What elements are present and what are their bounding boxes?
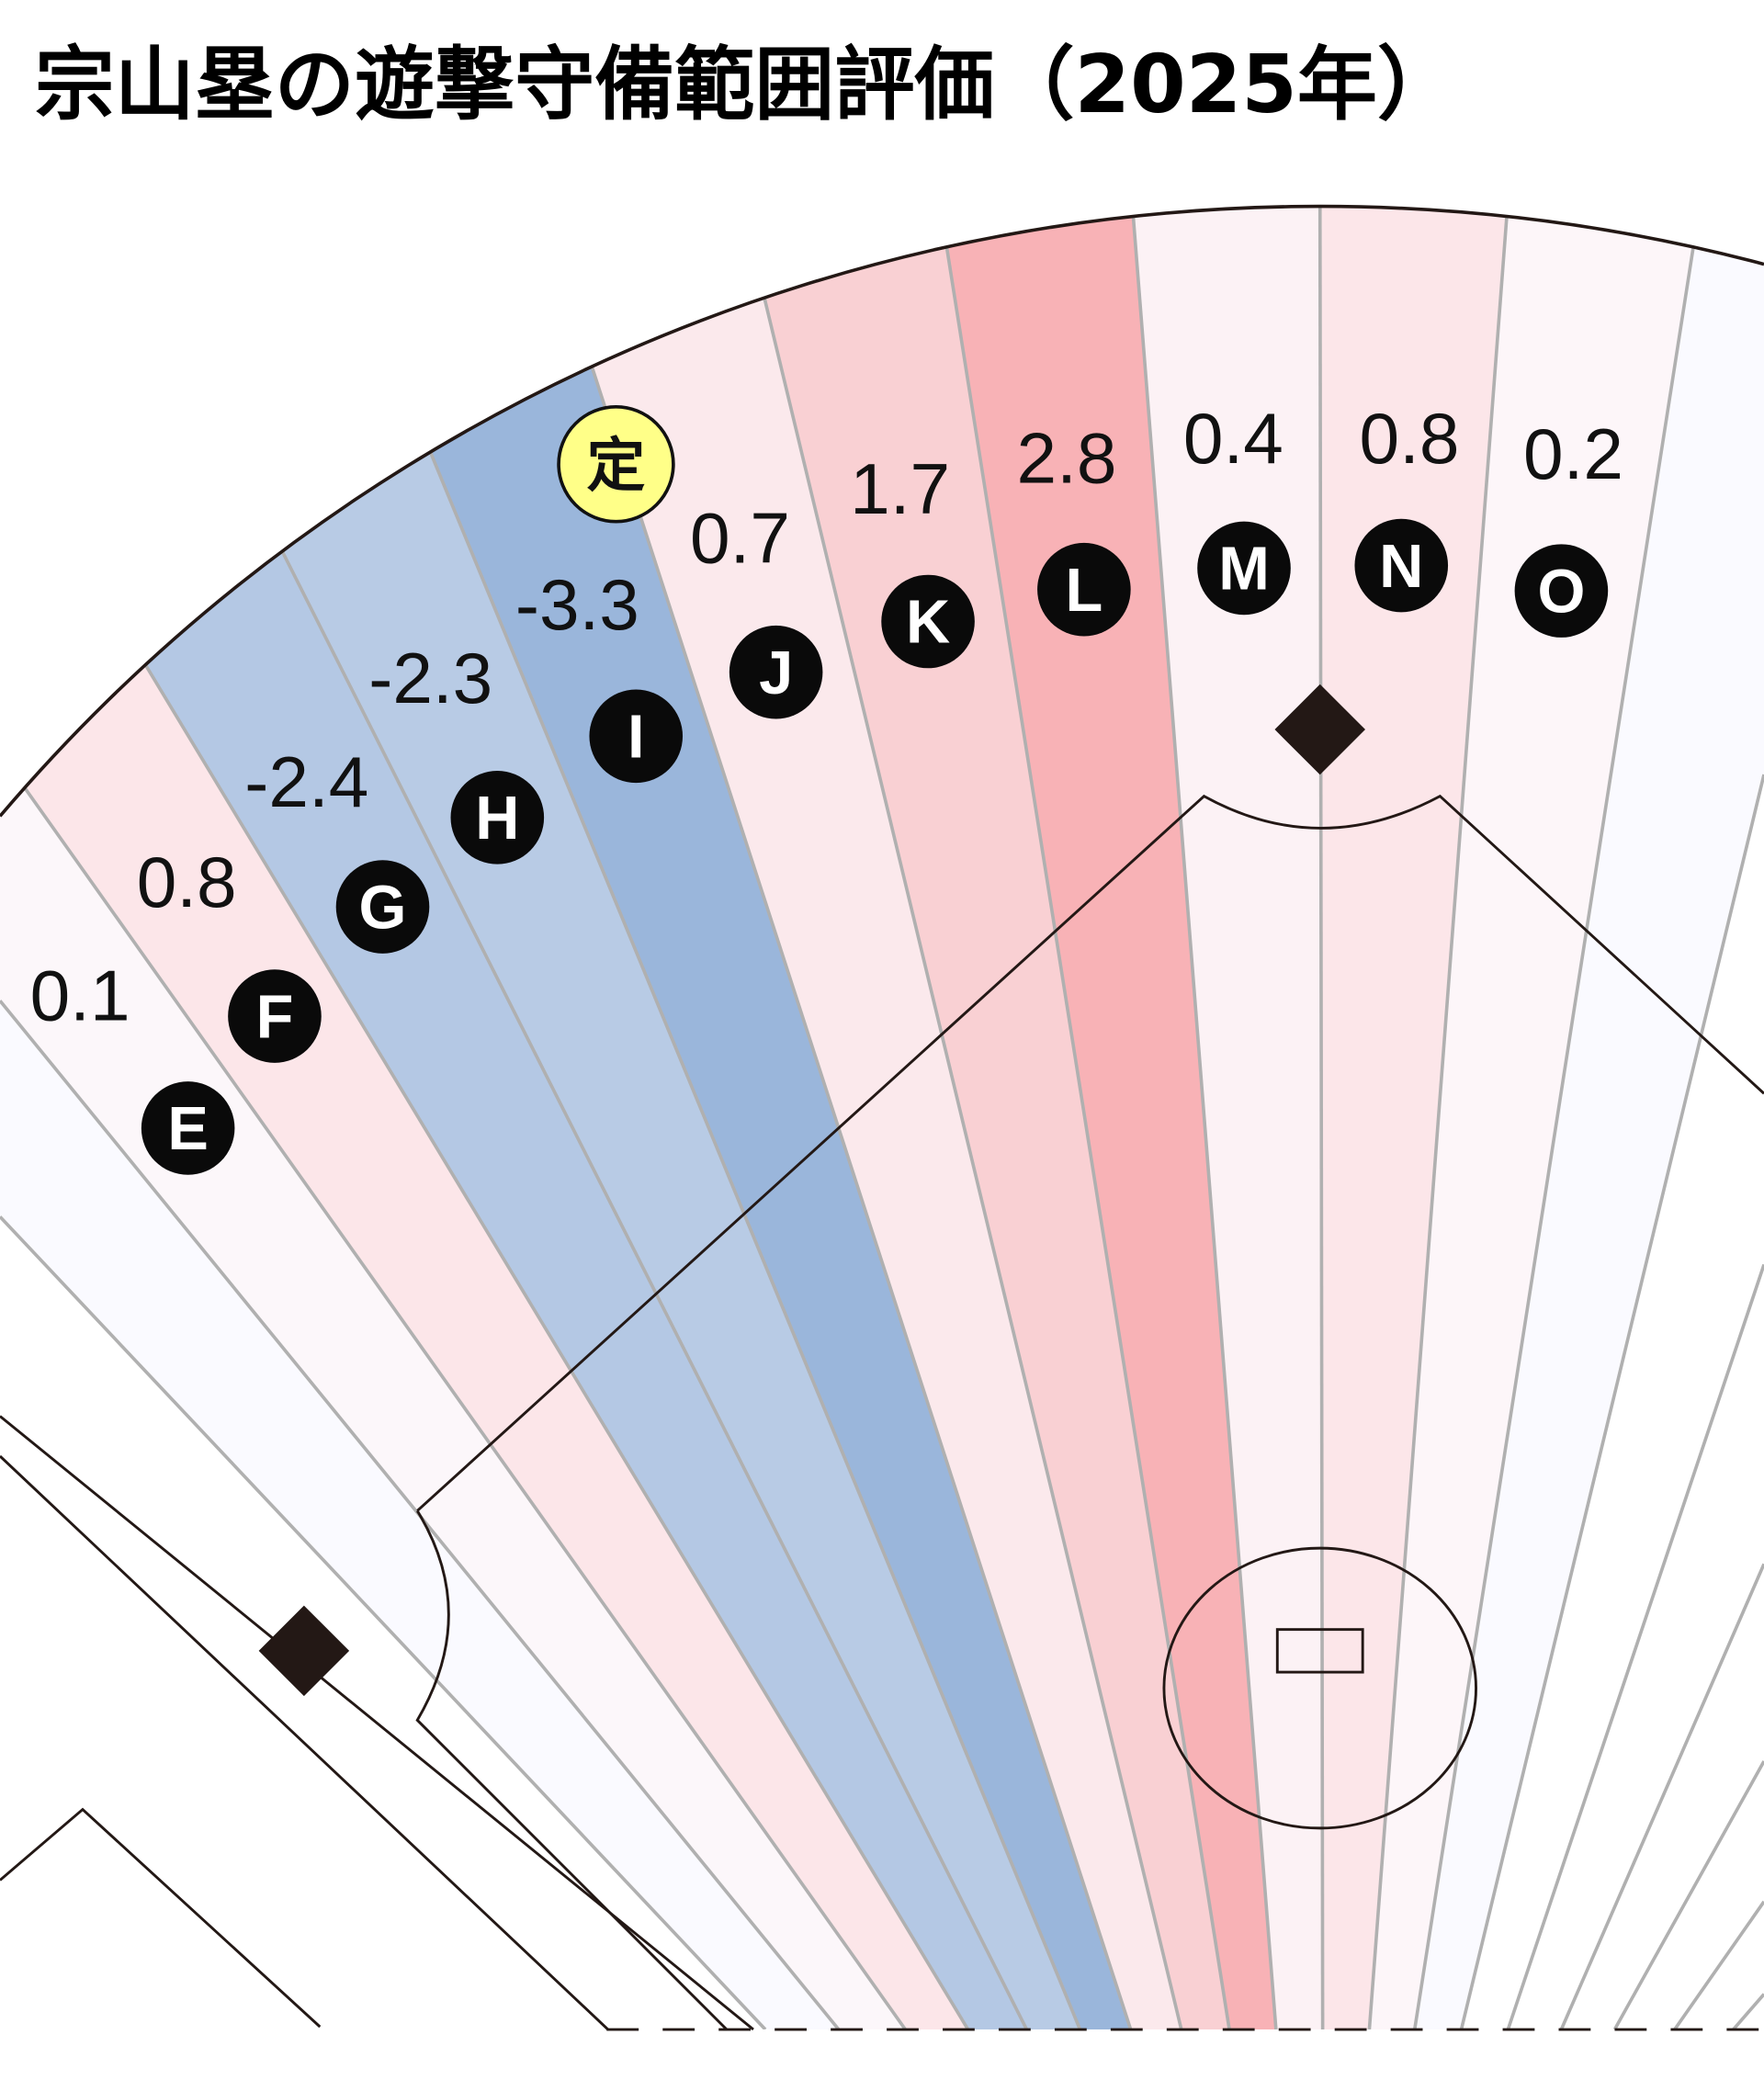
zone-letter-E: E	[167, 1095, 209, 1163]
zone-badge-I	[589, 689, 684, 784]
zone-M	[1132, 206, 1323, 2030]
zone-boundary-line	[1317, 206, 1325, 2030]
zone-value-L: 2.8	[1017, 418, 1117, 499]
zone-boundary-line	[937, 206, 1231, 2030]
zone-boundary-line	[0, 752, 907, 2030]
zone-value-H: -2.3	[368, 638, 492, 718]
zone-L	[939, 206, 1276, 2030]
zone-letter-K: K	[906, 589, 950, 657]
zone-value-J: 0.7	[690, 498, 790, 579]
zone-G	[0, 206, 1027, 2030]
zone-letter-J: J	[759, 639, 793, 707]
zone-boundary-line	[1559, 1563, 1764, 2030]
zone-value-K: 1.7	[850, 448, 950, 529]
marker-label: 定	[587, 432, 646, 500]
zone-letter-M: M	[1218, 536, 1270, 604]
zone-boundary-line	[1367, 206, 1510, 2030]
zone-badge-J	[729, 625, 823, 719]
zone-letter-O: O	[1537, 558, 1585, 626]
zone-boundary-line	[324, 206, 1082, 2030]
zone-badge-K	[881, 574, 975, 669]
zone-letter-F: F	[256, 983, 294, 1051]
zone-boundary-line	[1612, 1760, 1764, 2030]
positioning-marker: 定	[557, 405, 675, 524]
third-base	[258, 1605, 350, 1697]
zone-value-F: 0.8	[137, 842, 237, 922]
zone-boundary-line	[739, 206, 1183, 2030]
zone-badge-N	[1354, 518, 1449, 613]
zone-labels: 0.1E 0.8F -2.4G -2.3H -3.3I 0.7J 1.7K 2.8L 0.4M 0…	[30, 398, 1623, 1175]
zone-badge-M	[1197, 521, 1291, 616]
zone-letter-G: G	[359, 874, 407, 942]
zone-letter-H: H	[475, 785, 519, 853]
zone-boundary-line	[0, 423, 970, 2030]
zone-badge-F	[228, 969, 322, 1063]
zone-boundary-line	[1412, 206, 1702, 2030]
zone-value-O: 0.2	[1523, 413, 1623, 494]
zone-N	[1319, 206, 1509, 2030]
zone-badge-E	[141, 1081, 235, 1175]
zone-K	[741, 206, 1230, 2030]
zone-boundary-line	[1506, 1263, 1764, 2030]
zone-boundaries	[0, 206, 1764, 2030]
zone-O	[1369, 206, 1702, 2030]
zone-value-M: 0.4	[1183, 398, 1283, 479]
zone-badge-O	[1514, 544, 1609, 638]
outfield-fence	[0, 204, 1764, 818]
zone-value-G: -2.4	[244, 741, 368, 822]
zone-boundary-line	[1732, 1993, 1764, 2030]
zone-badge-G	[335, 860, 430, 954]
infield-outline	[0, 794, 1764, 2031]
marker-circle	[557, 405, 675, 524]
zone-badge-L	[1037, 542, 1131, 637]
zone-J	[537, 206, 1182, 2030]
zone-letter-L: L	[1065, 557, 1102, 625]
zone-value-N: 0.8	[1359, 398, 1459, 479]
zone-I	[326, 206, 1131, 2030]
zone-value-E: 0.1	[30, 955, 130, 1035]
zone-boundary-line	[1673, 1900, 1764, 2030]
zone-H	[105, 206, 1080, 2030]
zone-boundary-line	[1459, 774, 1764, 2030]
zone-boundary-line	[1130, 206, 1278, 2030]
zone-boundary-line	[0, 1215, 767, 2030]
zone-value-I: -3.3	[515, 564, 639, 645]
second-base	[1274, 684, 1365, 775]
chart-title: 宗山塁の遊撃守備範囲評価（2025年）	[35, 38, 1457, 131]
zone-neutral	[1414, 206, 1764, 2030]
zone-letter-I: I	[628, 704, 645, 772]
zone-letter-N: N	[1379, 533, 1423, 601]
zone-badge-H	[450, 771, 545, 865]
